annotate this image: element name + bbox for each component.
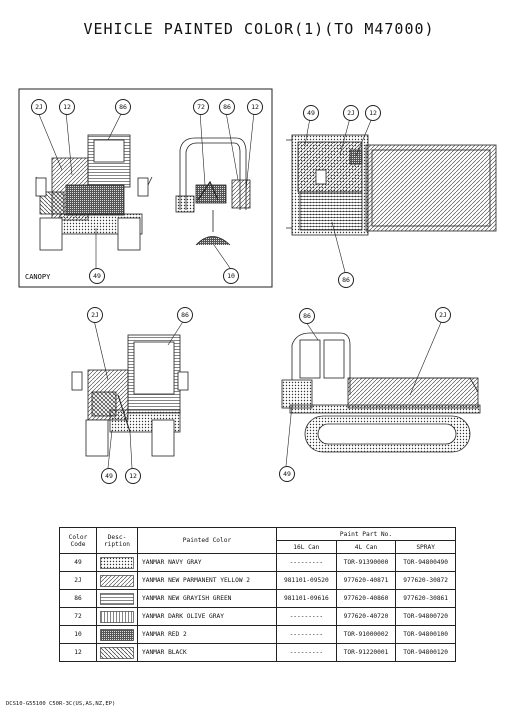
part-16l-can: 981101-09520	[276, 571, 337, 590]
header-color-code: Color Code	[59, 527, 97, 554]
callout-86: 86	[338, 272, 354, 288]
color-code: 12	[59, 643, 97, 662]
painted-color-diagram: CANOPY	[18, 88, 497, 469]
canopy-front-view	[35, 134, 153, 251]
swatch	[96, 643, 138, 662]
callout-2j: 2J	[31, 99, 47, 115]
paint-color-table: Color Code Desc- ription Painted Color P…	[59, 527, 456, 662]
pattern-swatch	[100, 610, 134, 623]
painted-color-name: YANMAR BLACK	[137, 643, 277, 662]
callout-49: 49	[303, 105, 319, 121]
header-part-no: Paint Part No.	[276, 527, 456, 541]
part-4l-can: TOR-91000002	[335, 625, 397, 644]
color-code: 72	[59, 607, 97, 626]
part-spray: 977620-30861	[395, 589, 456, 608]
top-view	[286, 134, 497, 236]
part-4l-can: 977620-40860	[335, 589, 397, 608]
color-code: 2J	[59, 571, 97, 590]
callout-2j: 2J	[343, 105, 359, 121]
painted-color-name: YANMAR NEW GRAYISH GREEN	[137, 589, 277, 608]
callout-12: 12	[125, 468, 141, 484]
swatch	[96, 589, 138, 608]
callout-12: 12	[365, 105, 381, 121]
header-spray: SPRAY	[395, 540, 456, 554]
part-spray: TOR-94800100	[395, 625, 456, 644]
canopy-side-view	[175, 137, 251, 246]
part-spray: 977620-30872	[395, 571, 456, 590]
callout-2j: 2J	[435, 307, 451, 323]
part-4l-can: TOR-91220001	[335, 643, 397, 662]
pattern-swatch	[100, 592, 134, 605]
callout-86: 86	[219, 99, 235, 115]
pattern-swatch	[100, 574, 134, 587]
callout-86: 86	[115, 99, 131, 115]
callout-72: 72	[193, 99, 209, 115]
painted-color-name: YANMAR NEW PARMANENT YELLOW 2	[137, 571, 277, 590]
callout-86: 86	[177, 307, 193, 323]
callout-49: 49	[279, 466, 295, 482]
callout-49: 49	[101, 468, 117, 484]
callout-10: 10	[223, 268, 239, 284]
part-4l-can: 977620-40871	[335, 571, 397, 590]
color-code: 49	[59, 553, 97, 572]
part-16l-can: ---------	[276, 643, 337, 662]
swatch	[96, 607, 138, 626]
footer-code: DCS10-G55100 C50R-3C(US,AS,NZ,EP)	[6, 701, 116, 707]
color-code: 86	[59, 589, 97, 608]
callout-12: 12	[59, 99, 75, 115]
part-16l-can: ---------	[276, 553, 337, 572]
part-spray: TOR-94800120	[395, 643, 456, 662]
part-4l-can: TOR-91390000	[335, 553, 397, 572]
pattern-swatch	[100, 556, 134, 569]
part-16l-can: ---------	[276, 607, 337, 626]
pattern-swatch	[100, 646, 134, 659]
callout-49: 49	[89, 268, 105, 284]
swatch	[96, 571, 138, 590]
painted-color-name: YANMAR DARK OLIVE GRAY	[137, 607, 277, 626]
canopy-frame	[18, 88, 273, 288]
header-painted-color: Painted Color	[137, 527, 277, 554]
part-4l-can: 977620-40720	[335, 607, 397, 626]
callout-2j: 2J	[87, 307, 103, 323]
color-code: 10	[59, 625, 97, 644]
canopy-label: CANOPY	[25, 273, 51, 281]
cab-front-view	[71, 334, 189, 457]
swatch	[96, 625, 138, 644]
part-spray: TOR-94800720	[395, 607, 456, 626]
cab-side-view	[281, 332, 481, 453]
swatch	[96, 553, 138, 572]
part-16l-can: 981101-09616	[276, 589, 337, 608]
header-description: Desc- ription	[96, 527, 138, 554]
part-16l-can: ---------	[276, 625, 337, 644]
part-spray: TOR-94800490	[395, 553, 456, 572]
painted-color-name: YANMAR RED 2	[137, 625, 277, 644]
callout-12: 12	[247, 99, 263, 115]
header-16l-can: 16L Can	[276, 540, 337, 554]
header-4l-can: 4L Can	[335, 540, 397, 554]
page-title: VEHICLE PAINTED COLOR(1)(TO M47000)	[83, 20, 435, 38]
callout-86: 86	[299, 308, 315, 324]
pattern-swatch	[100, 628, 134, 641]
leader-lines	[37, 111, 443, 469]
painted-color-name: YANMAR NAVY GRAY	[137, 553, 277, 572]
table-row: 72 YANMAR DARK OLIVE GRAY---------977620-…	[59, 607, 456, 626]
